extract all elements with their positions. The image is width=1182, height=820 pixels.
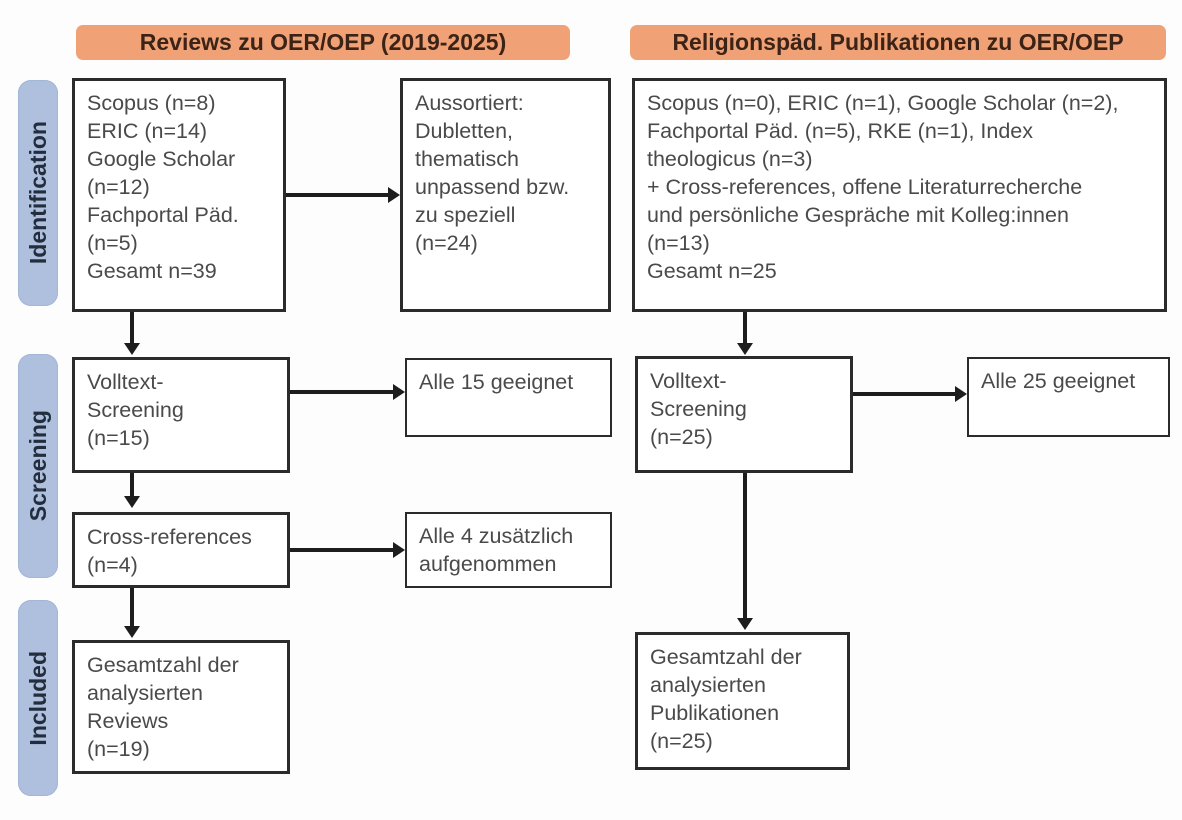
- arrowhead-left-sources-to-excluded: [388, 187, 400, 203]
- arrowhead-right-fulltext-to-result: [955, 386, 967, 402]
- column-header-left: Reviews zu OER/OEP (2019-2025): [76, 25, 570, 60]
- stage-tab-identification: Identification: [18, 80, 58, 306]
- arrowhead-left-sources-to-fulltext: [124, 343, 140, 355]
- connector-left-fulltext-to-result: [290, 390, 395, 394]
- arrowhead-left-crossrefs-to-included: [124, 626, 140, 638]
- arrowhead-right-sources-to-fulltext: [737, 343, 753, 355]
- arrowhead-right-fulltext-to-included: [737, 618, 753, 630]
- box-left-fulltext-result: Alle 15 geeignet: [405, 358, 612, 437]
- connector-right-fulltext-to-result: [853, 392, 957, 396]
- stage-tab-included: Included: [18, 600, 58, 796]
- connector-left-sources-to-excluded: [286, 193, 390, 197]
- connector-left-fulltext-to-crossrefs: [130, 473, 134, 498]
- box-right-included-total: Gesamtzahl der analysierten Publikatione…: [635, 632, 850, 770]
- box-right-fulltext-result: Alle 25 geeignet: [967, 357, 1170, 437]
- arrowhead-left-fulltext-to-crossrefs: [124, 496, 140, 508]
- connector-right-sources-to-fulltext: [743, 312, 747, 345]
- connector-left-crossrefs-to-included: [130, 588, 134, 628]
- box-left-sources: Scopus (n=8) ERIC (n=14) Google Scholar …: [72, 78, 286, 312]
- stage-tab-screening: Screening: [18, 354, 58, 578]
- box-right-fulltext-screening: Volltext- Screening (n=25): [635, 356, 853, 473]
- stage-tab-screening-label: Screening: [24, 410, 51, 522]
- arrowhead-left-crossrefs-to-result: [393, 542, 405, 558]
- stage-tab-included-label: Included: [24, 650, 51, 746]
- box-left-crossrefs: Cross-references (n=4): [72, 512, 290, 588]
- box-left-included-total: Gesamtzahl der analysierten Reviews (n=1…: [72, 640, 290, 774]
- box-left-excluded: Aussortiert: Dubletten, thematisch unpas…: [400, 78, 611, 312]
- stage-tab-identification-label: Identification: [24, 121, 51, 265]
- box-right-sources: Scopus (n=0), ERIC (n=1), Google Scholar…: [632, 78, 1167, 312]
- arrowhead-left-fulltext-to-result: [393, 384, 405, 400]
- box-left-fulltext-screening: Volltext- Screening (n=15): [72, 357, 290, 473]
- connector-right-fulltext-to-included: [743, 473, 747, 620]
- connector-left-sources-to-fulltext: [130, 312, 134, 345]
- column-header-right: Religionspäd. Publikationen zu OER/OEP: [630, 25, 1166, 60]
- connector-left-crossrefs-to-result: [290, 548, 395, 552]
- box-left-crossrefs-result: Alle 4 zusätzlich aufgenommen: [405, 512, 612, 588]
